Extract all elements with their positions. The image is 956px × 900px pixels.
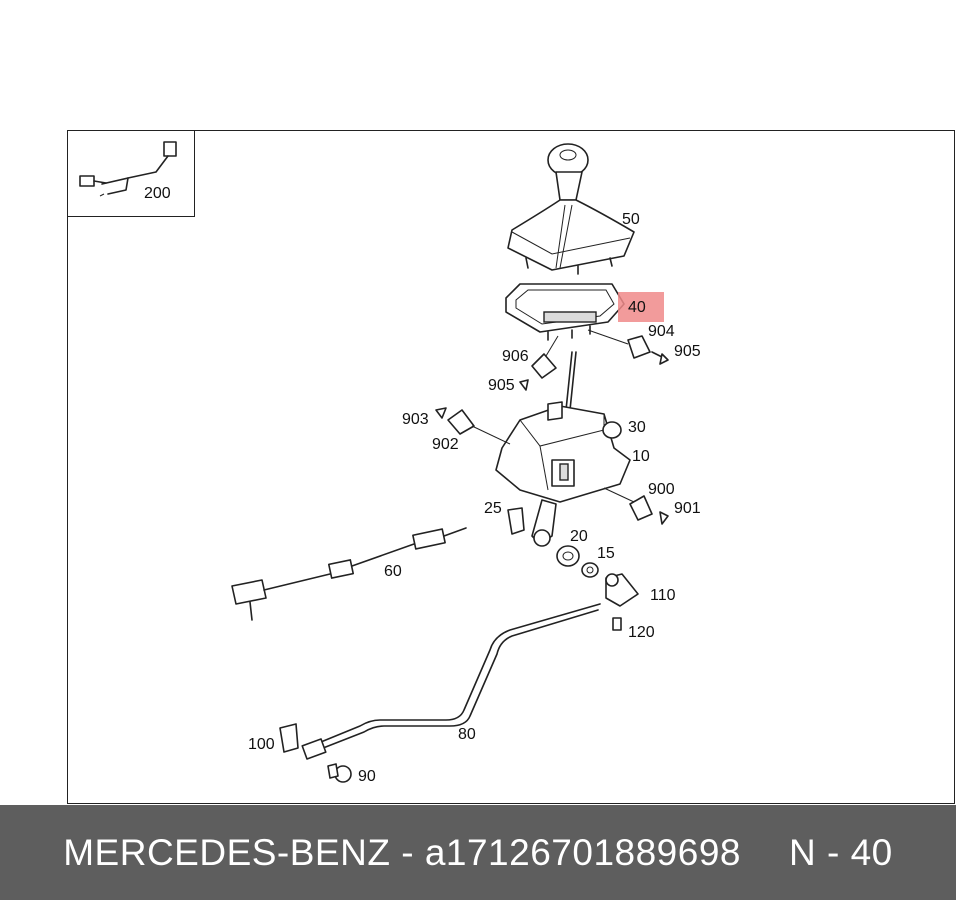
part-25-clip: [507, 507, 525, 535]
parts-110-120: [605, 573, 639, 631]
part-200-wiring-harness: [79, 141, 177, 197]
footer-position: N - 40: [789, 831, 893, 873]
callout-905-right: 905: [674, 343, 701, 360]
footer-caption: MERCEDES-BENZ - a17126701889698 N - 40: [0, 805, 956, 900]
callout-904: 904: [648, 323, 675, 340]
callout-110: 110: [650, 587, 676, 604]
callout-80: 80: [458, 726, 476, 743]
callout-50: 50: [622, 211, 640, 228]
callout-20: 20: [570, 528, 588, 545]
part-60-cable: [231, 527, 467, 621]
callout-900: 900: [648, 481, 675, 498]
part-10-shift-housing: [495, 351, 631, 547]
part-80-shift-rod: [301, 603, 601, 783]
part-40-trim-frame: [505, 283, 625, 341]
callout-40: 40: [628, 299, 646, 316]
callout-60: 60: [384, 563, 402, 580]
footer-part-number: a17126701889698: [424, 831, 741, 873]
footer-separator: -: [401, 831, 415, 873]
callout-120: 120: [628, 624, 655, 641]
callout-100: 100: [248, 736, 275, 753]
clips-904-905-906: [519, 329, 669, 391]
diagram-frame: [67, 130, 955, 804]
inset-box: [67, 130, 195, 217]
callout-902: 902: [432, 436, 459, 453]
part-50-shift-knob-boot: [507, 143, 635, 275]
clips-900-903: [435, 407, 669, 525]
callout-10: 10: [632, 448, 650, 465]
callout-200: 200: [144, 185, 171, 202]
parts-20-15-bushings: [556, 545, 599, 578]
callout-15: 15: [597, 545, 615, 562]
callout-905-left: 905: [488, 377, 515, 394]
parts-drawing: 200 50 40 904 905 906 905 903 902 30 10 …: [79, 141, 701, 785]
footer-brand: MERCEDES-BENZ: [63, 831, 391, 873]
callout-906: 906: [502, 348, 529, 365]
callout-25: 25: [484, 500, 502, 517]
callout-901: 901: [674, 500, 701, 517]
callout-30: 30: [628, 419, 646, 436]
footer-bar: MERCEDES-BENZ - a17126701889698 N - 40: [0, 805, 956, 900]
callout-40-highlight: [618, 292, 664, 322]
callout-903: 903: [402, 411, 429, 428]
callout-90: 90: [358, 768, 376, 785]
part-100-clip: [279, 723, 299, 753]
